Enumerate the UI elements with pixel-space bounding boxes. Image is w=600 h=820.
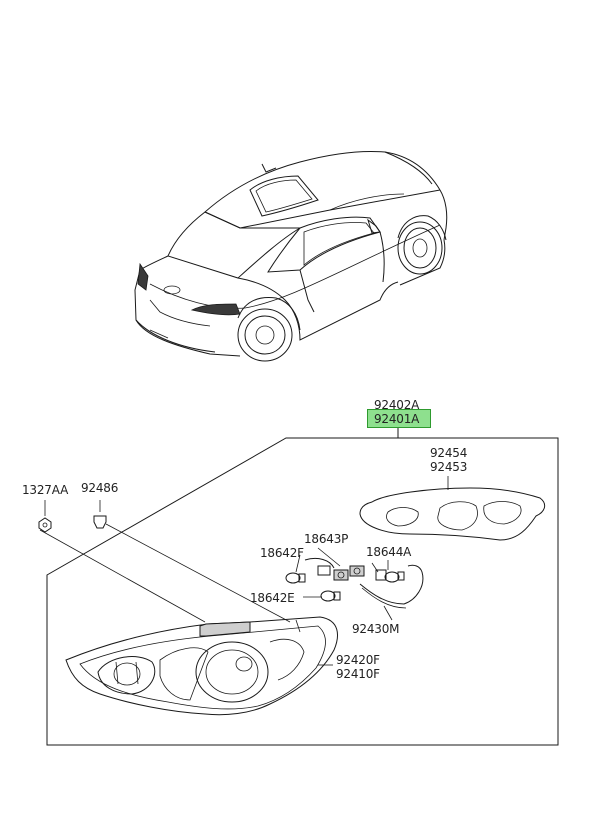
part-label-18643P[interactable]: 18643P xyxy=(304,532,349,546)
clip-92486 xyxy=(93,500,107,529)
part-label-92401A[interactable]: 92401A xyxy=(374,412,420,426)
part-label-92402A[interactable]: 92402A xyxy=(374,398,420,412)
part-highlight xyxy=(367,409,431,428)
car-illustration xyxy=(134,151,448,362)
part-label-1327AA[interactable]: 1327AA xyxy=(22,483,69,497)
part-label-92453[interactable]: 92453 xyxy=(430,460,468,474)
part-label-18644A[interactable]: 18644A xyxy=(366,545,412,559)
part-label-92430M[interactable]: 92430M xyxy=(352,622,400,636)
tail-lamp-assembly xyxy=(65,616,338,716)
assembly-frame xyxy=(46,437,559,746)
nut-1327AA xyxy=(38,500,52,533)
part-label-92410F[interactable]: 92410F xyxy=(336,667,380,681)
part-label-92454[interactable]: 92454 xyxy=(430,446,468,460)
part-label-92420F[interactable]: 92420F xyxy=(336,653,380,667)
bulb-wiring xyxy=(285,547,424,609)
label-leaders xyxy=(295,554,393,666)
part-label-92486[interactable]: 92486 xyxy=(81,481,119,495)
gasket-part xyxy=(359,476,546,541)
part-label-18642E[interactable]: 18642E xyxy=(250,591,295,605)
fastener-leaders xyxy=(39,523,291,623)
part-label-18642F[interactable]: 18642F xyxy=(260,546,304,560)
